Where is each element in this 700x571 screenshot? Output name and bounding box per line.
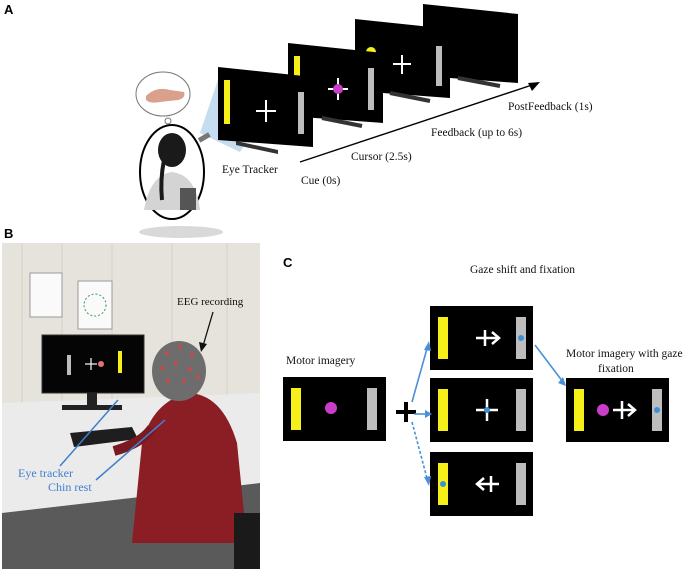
wall-poster-cap-layout bbox=[77, 280, 113, 330]
panel-a-letter: A bbox=[4, 2, 14, 17]
screen-gaze-left-arrow bbox=[430, 452, 533, 516]
gaze-arrowheads bbox=[424, 341, 566, 486]
panel-b-letter: B bbox=[4, 226, 14, 241]
label-motor-imagery: Motor imagery bbox=[286, 355, 356, 367]
label-eye-tracker: Eye Tracker bbox=[222, 164, 278, 176]
screen-mi-gaze-fixation bbox=[566, 378, 669, 442]
lab-setup-photo bbox=[2, 243, 260, 569]
label-post-feedback: PostFeedback (1s) bbox=[508, 101, 593, 113]
screen-motor-imagery bbox=[283, 377, 386, 441]
head-hair bbox=[158, 133, 186, 167]
hand-icon bbox=[146, 88, 185, 103]
plus-sign bbox=[396, 402, 416, 422]
eye-tracker-device bbox=[197, 132, 211, 143]
label-mi-gaze-line1: Motor imagery with gaze bbox=[566, 348, 683, 360]
panel-a-diagram bbox=[135, 4, 540, 238]
screen-gaze-center bbox=[430, 378, 533, 442]
time-axis bbox=[299, 83, 536, 163]
cursor-magenta-dot bbox=[333, 84, 343, 94]
wall-poster-left bbox=[29, 272, 63, 318]
participant-oval bbox=[139, 124, 205, 220]
screen-cue bbox=[218, 67, 313, 154]
label-chin-rest: Chin rest bbox=[48, 480, 92, 494]
panel-c-letter: C bbox=[283, 255, 293, 270]
label-cue: Cue (0s) bbox=[301, 175, 341, 187]
label-eye-tracker-photo: Eye tracker bbox=[18, 466, 73, 480]
label-cursor: Cursor (2.5s) bbox=[351, 151, 412, 163]
label-eeg-recording: EEG recording bbox=[177, 296, 244, 308]
label-gaze-shift: Gaze shift and fixation bbox=[470, 264, 576, 276]
label-mi-gaze-line2: fixation bbox=[598, 363, 634, 375]
head-shadow bbox=[139, 226, 223, 238]
label-feedback: Feedback (up to 6s) bbox=[431, 127, 523, 139]
time-axis-arrowhead bbox=[528, 82, 540, 91]
screen-gaze-right-arrow bbox=[430, 306, 533, 370]
